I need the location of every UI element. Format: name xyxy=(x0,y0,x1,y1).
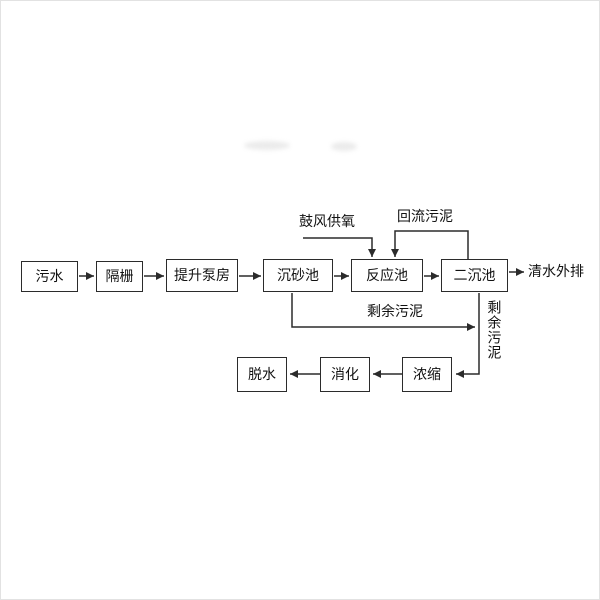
node-secondary-clarifier: 二沉池 xyxy=(441,259,508,292)
label-air-supply: 鼓风供氧 xyxy=(299,214,355,230)
label-return-sludge: 回流污泥 xyxy=(397,209,453,225)
arrow-return-sludge xyxy=(391,230,469,259)
node-sewage: 污水 xyxy=(21,261,78,292)
node-grit-chamber: 沉砂池 xyxy=(263,259,333,292)
node-dewatering: 脱水 xyxy=(237,357,287,392)
arrow-excess-sludge-horizontal xyxy=(291,293,475,331)
arrow-air-supply-to-reaction xyxy=(303,237,376,257)
watermark-smudge xyxy=(244,141,290,150)
label-effluent: 清水外排 xyxy=(528,264,584,280)
label-excess-sludge-vertical: 剩余污泥 xyxy=(485,300,502,360)
node-thickener: 浓缩 xyxy=(402,357,452,392)
watermark-smudge xyxy=(331,142,357,151)
node-lift-pump-station: 提升泵房 xyxy=(166,259,238,292)
node-bar-screen: 隔栅 xyxy=(96,261,143,292)
node-reaction-tank: 反应池 xyxy=(351,259,423,292)
label-excess-sludge-horizontal: 剩余污泥 xyxy=(367,304,423,320)
node-digester: 消化 xyxy=(320,357,370,392)
arrow-excess-sludge-to-thickener xyxy=(456,293,480,378)
